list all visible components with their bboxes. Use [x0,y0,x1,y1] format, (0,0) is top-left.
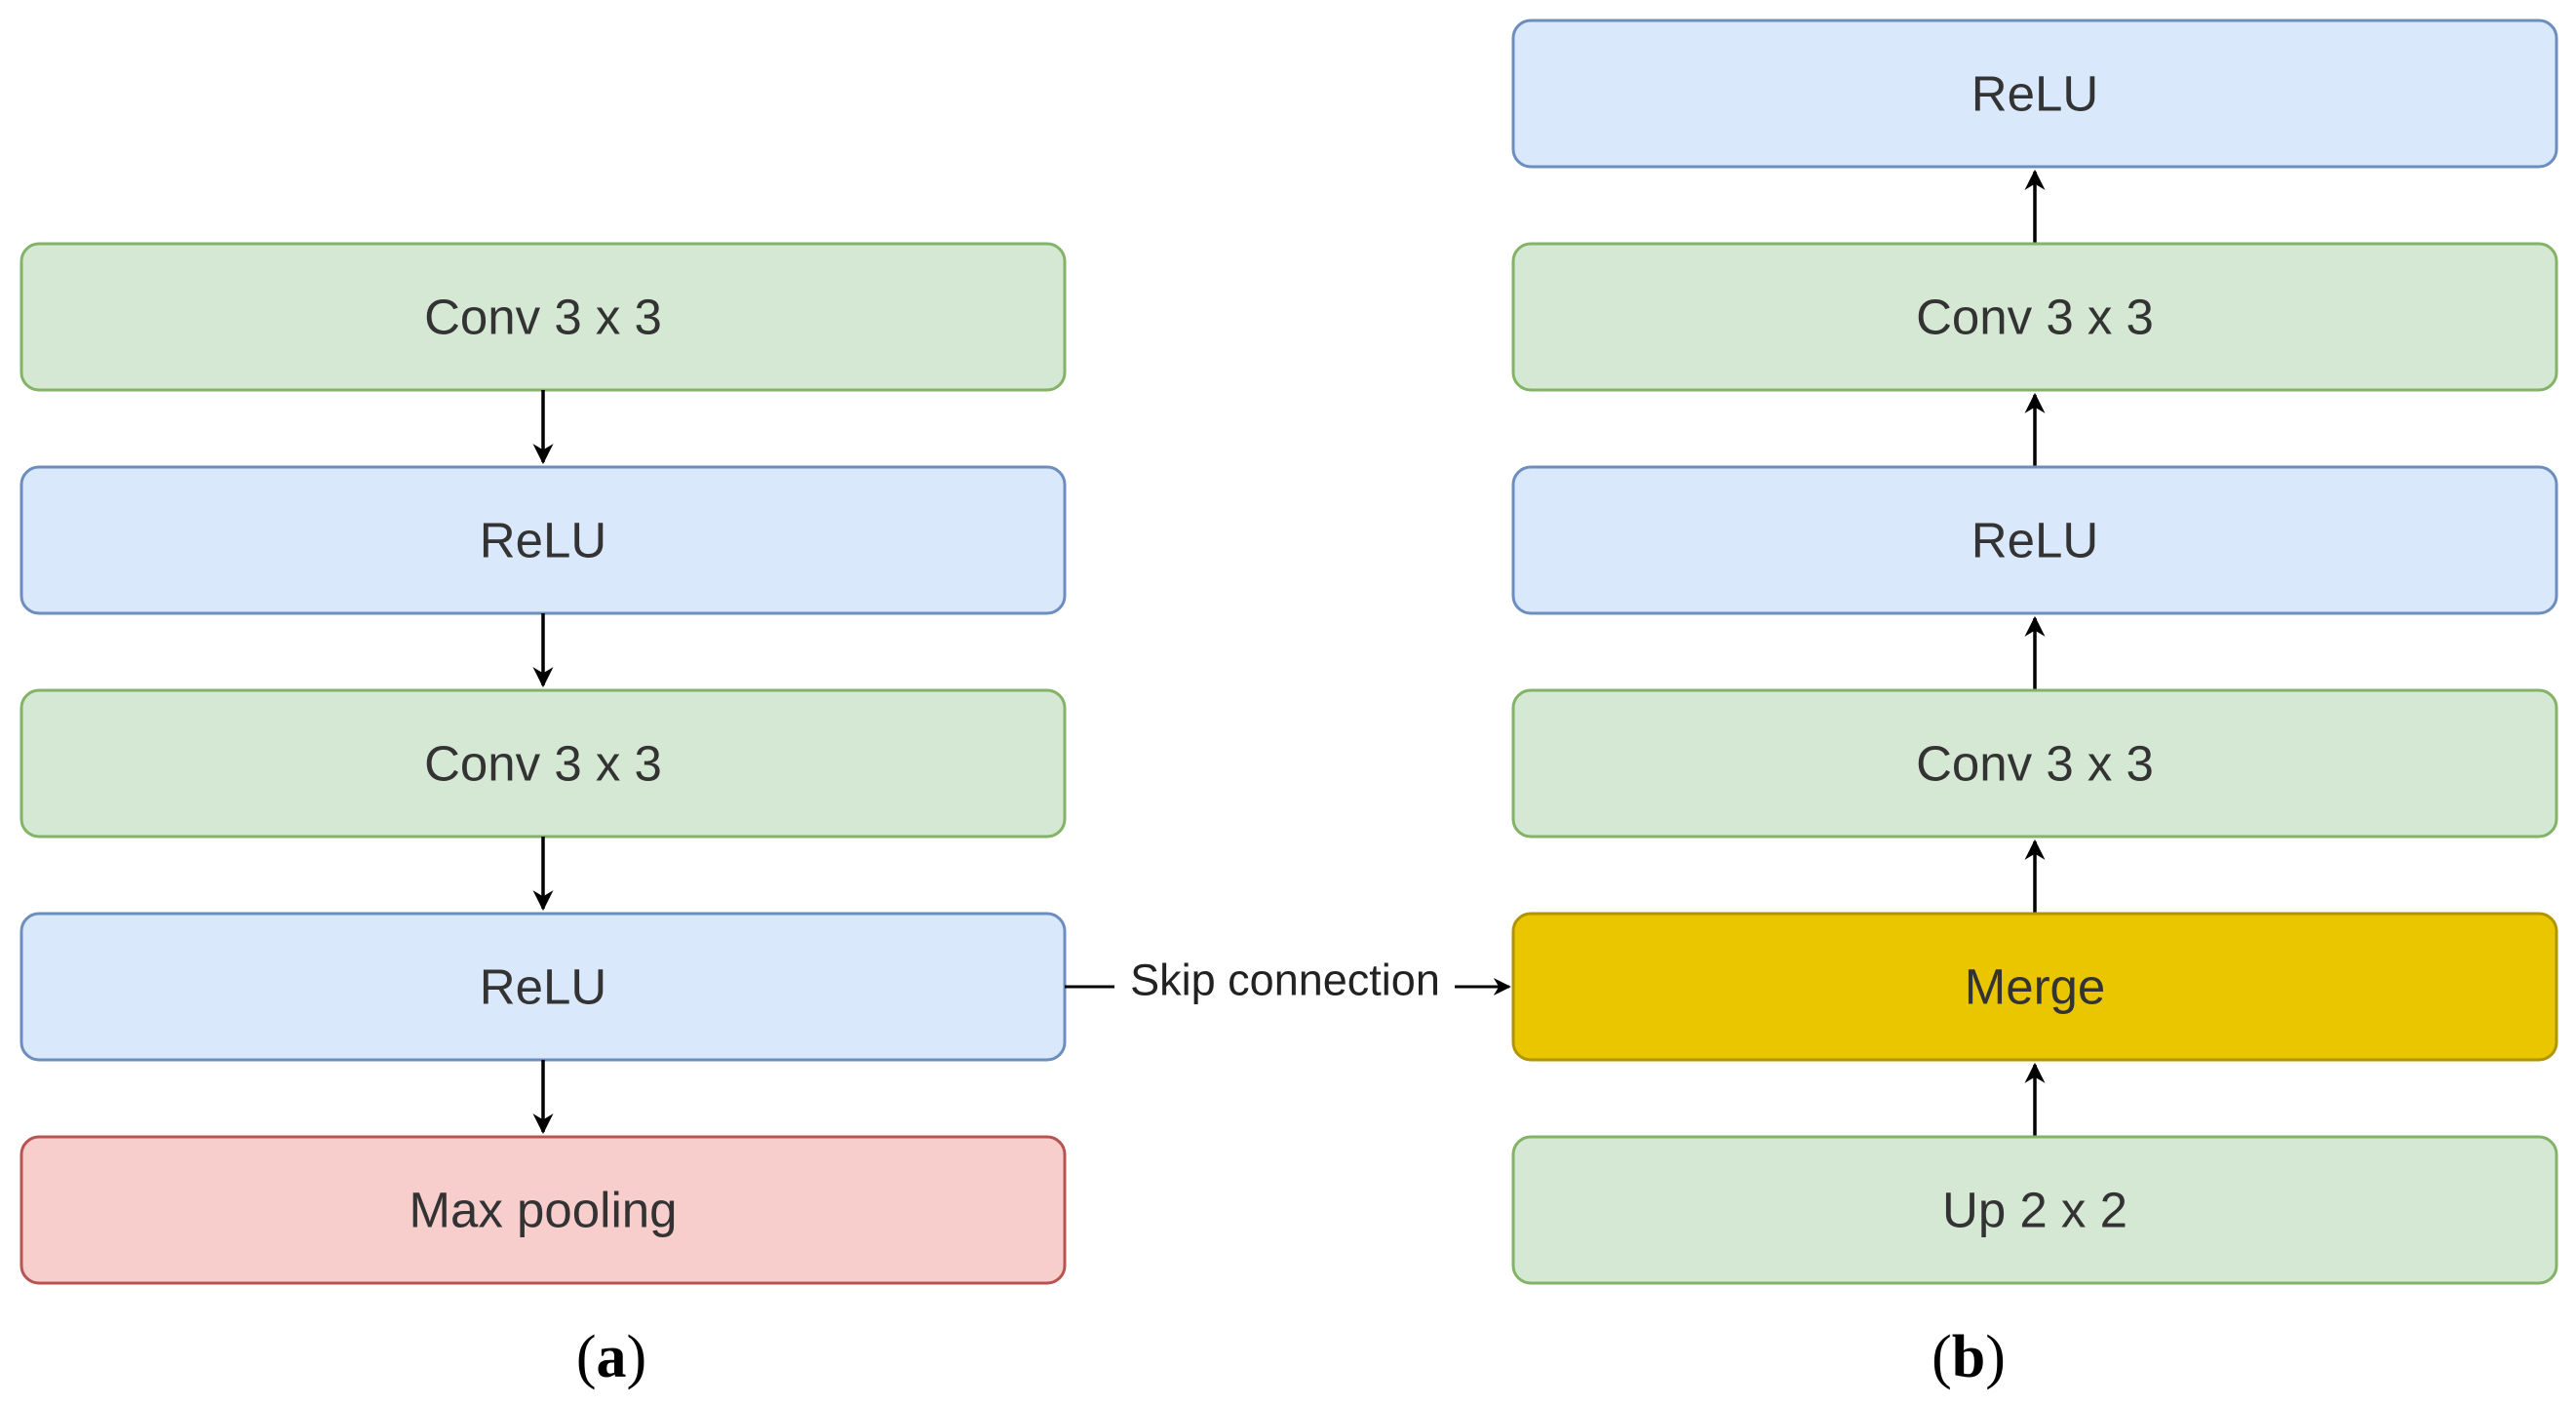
node-a-conv-2: Conv 3 x 3 [20,688,1067,839]
caption-b-open: ( [1932,1324,1952,1390]
node-a-max-pooling: Max pooling [20,1135,1067,1285]
node-b-relu-mid: ReLU [1511,465,2558,615]
skip-connection: Skip connection [1065,956,1511,1005]
caption-b: (b) [1932,1324,2006,1390]
panel-a: Conv 3 x 3 ReLU Conv 3 x 3 ReLU Max pool… [20,242,1067,1390]
caption-a: (a) [576,1324,646,1390]
skip-connection-label: Skip connection [1130,956,1440,1005]
node-a-max-pooling-label: Max pooling [410,1183,678,1238]
node-a-conv-2-label: Conv 3 x 3 [424,736,662,792]
caption-a-letter: a [597,1324,627,1390]
caption-b-letter: b [1952,1324,1985,1390]
node-b-merge: Merge [1511,912,2558,1062]
node-b-up: Up 2 x 2 [1511,1135,2558,1285]
node-b-merge-label: Merge [1965,959,2106,1015]
node-b-up-box [1511,1135,2558,1285]
node-b-relu-mid-box [1511,465,2558,615]
node-a-relu-2-label: ReLU [480,959,606,1015]
node-a-conv-1-label: Conv 3 x 3 [424,290,662,345]
node-b-conv-bottom: Conv 3 x 3 [1511,688,2558,839]
node-b-conv-top-label: Conv 3 x 3 [1916,290,2154,345]
node-a-relu-1-label: ReLU [480,513,606,568]
node-a-conv-1: Conv 3 x 3 [20,242,1067,392]
node-b-merge-box [1511,912,2558,1062]
panel-b: ReLU Conv 3 x 3 ReLU Conv 3 x 3 Merge Up… [1511,19,2558,1390]
node-b-conv-top: Conv 3 x 3 [1511,242,2558,392]
node-b-conv-bottom-label: Conv 3 x 3 [1916,736,2154,792]
caption-a-close: ) [627,1324,647,1390]
node-a-relu-2: ReLU [20,912,1067,1062]
caption-a-open: ( [576,1324,597,1390]
node-b-relu-top-label: ReLU [1971,66,2098,122]
node-b-relu-top: ReLU [1511,19,2558,169]
node-b-conv-top-box [1511,242,2558,392]
node-a-max-pooling-box [20,1135,1067,1285]
node-b-relu-mid-label: ReLU [1971,513,2098,568]
node-b-up-label: Up 2 x 2 [1942,1183,2127,1238]
caption-b-close: ) [1985,1324,2006,1390]
node-a-relu-1: ReLU [20,465,1067,615]
node-b-relu-top-box [1511,19,2558,169]
node-b-conv-bottom-box [1511,688,2558,839]
